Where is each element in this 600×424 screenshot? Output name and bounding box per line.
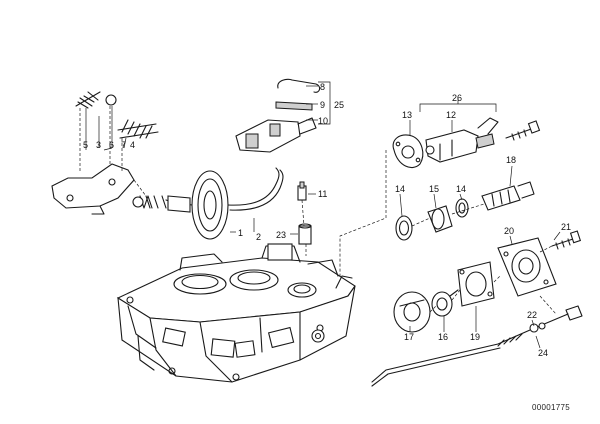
label-17: 17 <box>404 332 414 342</box>
label-20: 20 <box>504 226 514 236</box>
cover-part-17 <box>393 291 431 333</box>
label-7: 7 <box>121 140 126 150</box>
label-3: 3 <box>96 140 101 150</box>
cap-part-6 <box>105 94 117 106</box>
seal-ring-part-14-right <box>455 198 469 218</box>
label-25: 25 <box>334 100 344 110</box>
screw-part-21 <box>551 230 582 250</box>
vacuum-diaphragm-unit <box>145 167 284 240</box>
label-22: 22 <box>527 310 537 320</box>
connector-plug-part-10 <box>235 117 317 153</box>
assembly-guide-lines <box>79 106 557 315</box>
label-16: 16 <box>438 332 448 342</box>
label-13: 13 <box>402 110 412 120</box>
seal-ring-part-14-left <box>395 215 413 241</box>
jet-sleeve-part-15 <box>427 205 453 233</box>
clip-part-9 <box>275 101 313 111</box>
pump-element-part-16 <box>431 289 459 317</box>
callout-labels: 1 2 3 4 5 6 7 8 9 10 11 12 13 14 14 15 1… <box>83 82 571 358</box>
label-10: 10 <box>318 116 328 126</box>
label-24: 24 <box>538 348 548 358</box>
label-2: 2 <box>256 232 261 242</box>
label-19: 19 <box>470 332 480 342</box>
spring-stem <box>132 195 153 209</box>
label-5: 5 <box>83 140 88 150</box>
label-18: 18 <box>506 155 516 165</box>
label-14-right: 14 <box>456 184 466 194</box>
clip-part-22 <box>529 322 546 333</box>
label-26: 26 <box>452 93 462 103</box>
label-8: 8 <box>320 82 325 92</box>
reference-number: 00001775 <box>532 403 570 412</box>
label-15: 15 <box>429 184 439 194</box>
spring-part-7 <box>117 119 159 139</box>
sleeve-part-23 <box>298 223 312 245</box>
mounting-bracket <box>51 163 135 215</box>
label-11: 11 <box>318 189 327 199</box>
label-14-left: 14 <box>395 184 405 194</box>
carburetor-body <box>116 243 356 383</box>
callout-leader-lines <box>85 81 561 349</box>
label-21: 21 <box>561 222 571 232</box>
clip-part-8 <box>277 78 321 93</box>
label-4: 4 <box>130 140 135 150</box>
label-23: 23 <box>276 230 286 240</box>
label-12: 12 <box>446 110 456 120</box>
gasket-plate-part-19 <box>457 261 495 307</box>
label-9: 9 <box>320 100 325 110</box>
stem-part-11 <box>297 181 307 201</box>
label-6: 6 <box>109 140 114 150</box>
valve-housing-part-13 <box>392 134 424 168</box>
housing-part-20 <box>497 237 557 297</box>
valve-body-part-12 <box>425 117 499 163</box>
jet-part-18 <box>481 181 535 211</box>
label-1: 1 <box>238 228 243 238</box>
small-spring-part-5 <box>75 91 101 109</box>
screw-part-26 <box>505 120 541 141</box>
